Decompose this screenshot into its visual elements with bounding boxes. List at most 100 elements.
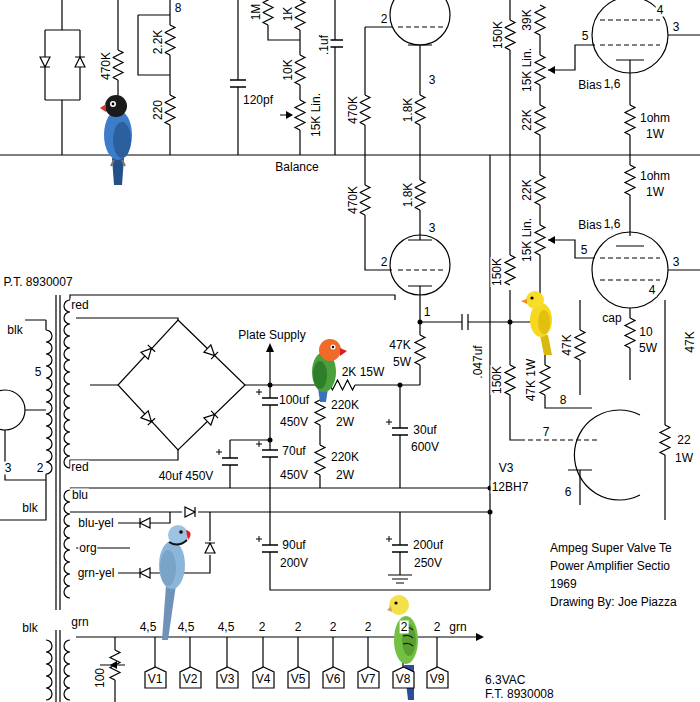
component-label: 39K — [521, 8, 534, 31]
component-label: 470K — [100, 51, 113, 81]
component-label: 220K — [330, 399, 360, 412]
component-label: 5W — [392, 356, 412, 369]
component-label: 1ohm — [639, 170, 671, 183]
component-label: 200V — [279, 557, 309, 570]
component-label: 2.2K — [152, 29, 165, 56]
canary — [521, 291, 552, 355]
component-label: red — [70, 299, 89, 312]
component-label: Drawing By: Joe Piazza — [549, 596, 678, 609]
heater-shape — [145, 667, 166, 688]
component-label: 40uf 450V — [158, 470, 215, 483]
component-label: 8 — [174, 2, 183, 15]
component-label: 15K Lin. — [310, 92, 323, 138]
component-label: 22K — [521, 178, 534, 201]
component-label: Ampeg Super Valve Te — [549, 542, 673, 555]
component-label: 3 — [672, 21, 681, 34]
component-label: red — [70, 461, 89, 474]
component-label: grn — [70, 616, 89, 629]
component-label: 1,6 — [603, 78, 622, 91]
component-label: grn — [448, 621, 467, 634]
component-label: 1W — [645, 128, 665, 141]
component-label: 1.8K — [402, 97, 415, 124]
component-label: 3 — [428, 74, 437, 87]
heater-shape — [253, 667, 274, 688]
component-label: F.T. 8930008 — [484, 688, 555, 701]
component-label: 1W — [645, 186, 665, 199]
component-label: 2 — [380, 13, 389, 26]
component-label: .1uf — [318, 34, 331, 56]
tube-label: V6 — [322, 666, 345, 686]
heater-tube: V2 — [179, 666, 202, 689]
component-label: 1969 — [549, 578, 578, 591]
heater-tube: V4 — [252, 666, 275, 689]
tube-label: V3 — [216, 666, 239, 686]
lovebird-blue — [100, 95, 132, 185]
heater-tube: V1 — [144, 666, 167, 689]
component-label: blk — [21, 622, 38, 635]
component-label: 1.8K — [402, 182, 415, 209]
component-label: 100 — [94, 667, 107, 689]
heater-tube: V9 — [426, 666, 449, 689]
component-label: 47K — [388, 339, 411, 352]
component-label: 2 — [380, 256, 389, 269]
heater-shape — [180, 667, 201, 688]
component-label: 600V — [410, 441, 440, 454]
component-label: 70uf — [281, 445, 306, 458]
component-label: 2 — [329, 621, 338, 634]
component-label: 470K — [347, 95, 360, 125]
component-label: 90uf — [281, 539, 306, 552]
component-label: 2W — [335, 469, 355, 482]
component-label: 4,5 — [177, 621, 196, 634]
component-label: 4 — [656, 4, 665, 17]
tube-label: V5 — [287, 666, 310, 686]
component-label: 2 — [258, 621, 267, 634]
heater-shape — [393, 667, 414, 688]
component-label: 22K — [521, 108, 534, 131]
component-label: 6.3VAC — [484, 674, 526, 687]
component-label: 1 — [423, 306, 432, 319]
component-label: 2 — [364, 621, 373, 634]
component-label: 4,5 — [139, 621, 158, 634]
component-label: 22 — [676, 434, 691, 447]
heater-tube: V8 — [392, 666, 415, 689]
component-label: 200uf — [412, 539, 444, 552]
component-label: 3 — [4, 462, 13, 475]
component-label: Plate Supply — [237, 329, 306, 342]
component-label: 1K — [282, 6, 295, 23]
component-label: 470K — [347, 185, 360, 215]
component-label: 2K 15W — [341, 366, 386, 379]
tube-label: V9 — [426, 666, 449, 686]
component-label: 220 — [152, 99, 165, 121]
component-label: 7 — [542, 426, 551, 439]
component-label: 5 — [580, 244, 589, 257]
component-label: blk — [21, 502, 38, 515]
component-label: 450V — [279, 469, 309, 482]
heater-tube: V3 — [216, 666, 239, 689]
component-label: 2 — [433, 621, 442, 634]
heater-tube: V6 — [322, 666, 345, 689]
heater-shape — [323, 667, 344, 688]
component-label: .047uf — [472, 344, 485, 379]
heater-shape — [427, 667, 448, 688]
component-label: blu — [71, 489, 89, 502]
heater-tube: V7 — [357, 666, 380, 689]
component-label: V3 — [498, 462, 515, 475]
component-label: 5 — [581, 30, 590, 43]
heater-tube: V5 — [287, 666, 310, 689]
component-label: 4,5 — [217, 621, 236, 634]
component-label: 2W — [335, 416, 355, 429]
heater-shape — [288, 667, 309, 688]
component-label: 47K — [684, 330, 697, 353]
component-label: 250V — [413, 557, 443, 570]
component-label: 5W — [638, 342, 658, 355]
component-label: 12BH7 — [491, 481, 530, 494]
component-label: 15K Lin. — [521, 217, 534, 263]
component-label: 150K — [491, 257, 504, 287]
component-label: 47K — [561, 333, 574, 356]
tube-label: V2 — [179, 666, 202, 686]
component-label: Balance — [274, 161, 319, 174]
component-label: blk — [6, 324, 23, 337]
heater-shape — [358, 667, 379, 688]
